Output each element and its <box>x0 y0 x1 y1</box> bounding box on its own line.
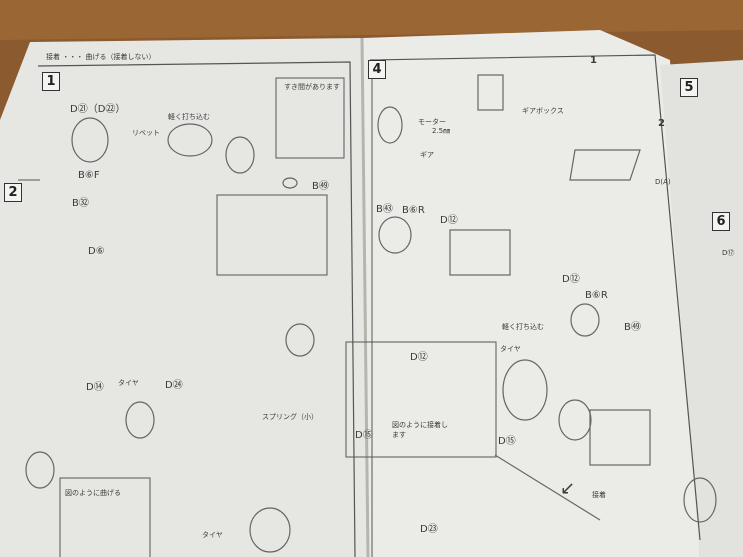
next-page <box>660 60 743 557</box>
part-label: 図のように接着します <box>392 421 448 439</box>
part-label: 接着 <box>592 491 606 499</box>
detail-box <box>345 341 497 458</box>
arrow-icon: ↙ <box>560 478 576 499</box>
step-number: 1 <box>42 72 60 91</box>
left-page <box>0 38 368 557</box>
part-label: D㉔ <box>165 380 183 391</box>
step-number: 2 <box>4 183 22 202</box>
part-label: タイヤ <box>500 345 521 353</box>
part-label: B⑥R <box>402 205 425 216</box>
part-label: D⑥ <box>88 246 105 257</box>
spine <box>360 37 370 557</box>
part-label: 軽く打ち込む <box>168 113 210 121</box>
part-label: D⑫ <box>410 352 428 363</box>
legend-text: 接着 ・・・ 曲げる（接着しない） <box>46 53 156 61</box>
part-label: タイヤ <box>118 379 139 387</box>
part-label: B㊾ <box>624 322 641 333</box>
part-label: B㊾ <box>312 181 329 192</box>
step-number: 6 <box>712 212 730 231</box>
part-label: B㉜ <box>72 198 89 209</box>
gap-detail-box <box>275 77 345 159</box>
part-label: D⑫ <box>440 215 458 226</box>
part-label: B⑥F <box>78 170 100 181</box>
part-label: 2 <box>658 118 665 129</box>
wood-table <box>0 0 743 40</box>
part-label: D(A) <box>655 178 671 186</box>
part-label: D⑭ <box>86 382 104 393</box>
part-label: タイヤ <box>202 531 223 539</box>
part-label: D㉑（D㉒） <box>70 104 126 115</box>
part-drawings <box>25 74 717 553</box>
part-label: 2.5㎜ <box>432 127 451 135</box>
part-label: リベット <box>132 129 160 137</box>
right-page <box>362 30 700 557</box>
part-label: D⑰ <box>722 249 735 257</box>
chassis-detail-box <box>216 194 328 276</box>
part-label: ギアボックス <box>522 107 564 115</box>
part-label: 1 <box>590 55 597 66</box>
part-label: すき間があります <box>284 83 340 91</box>
part-label: 図のように曲げる <box>65 489 121 497</box>
part-label: モーター <box>418 118 446 126</box>
part-label: D㉓ <box>420 524 438 535</box>
part-label: 軽く打ち込む <box>502 323 544 331</box>
part-label: ギア <box>420 151 434 159</box>
part-label: B㊸ <box>376 204 393 215</box>
step-number: 5 <box>680 78 698 97</box>
part-label: D⑮ <box>498 436 516 447</box>
bend-detail-box <box>59 477 151 557</box>
step-number: 4 <box>368 60 386 79</box>
right-frame <box>369 54 701 541</box>
part-label: D⑫ <box>562 274 580 285</box>
part-label: B⑥R <box>585 290 608 301</box>
part-label: D⑮ <box>355 430 373 441</box>
part-label: スプリング（小） <box>262 413 318 421</box>
left-frame <box>37 61 356 557</box>
